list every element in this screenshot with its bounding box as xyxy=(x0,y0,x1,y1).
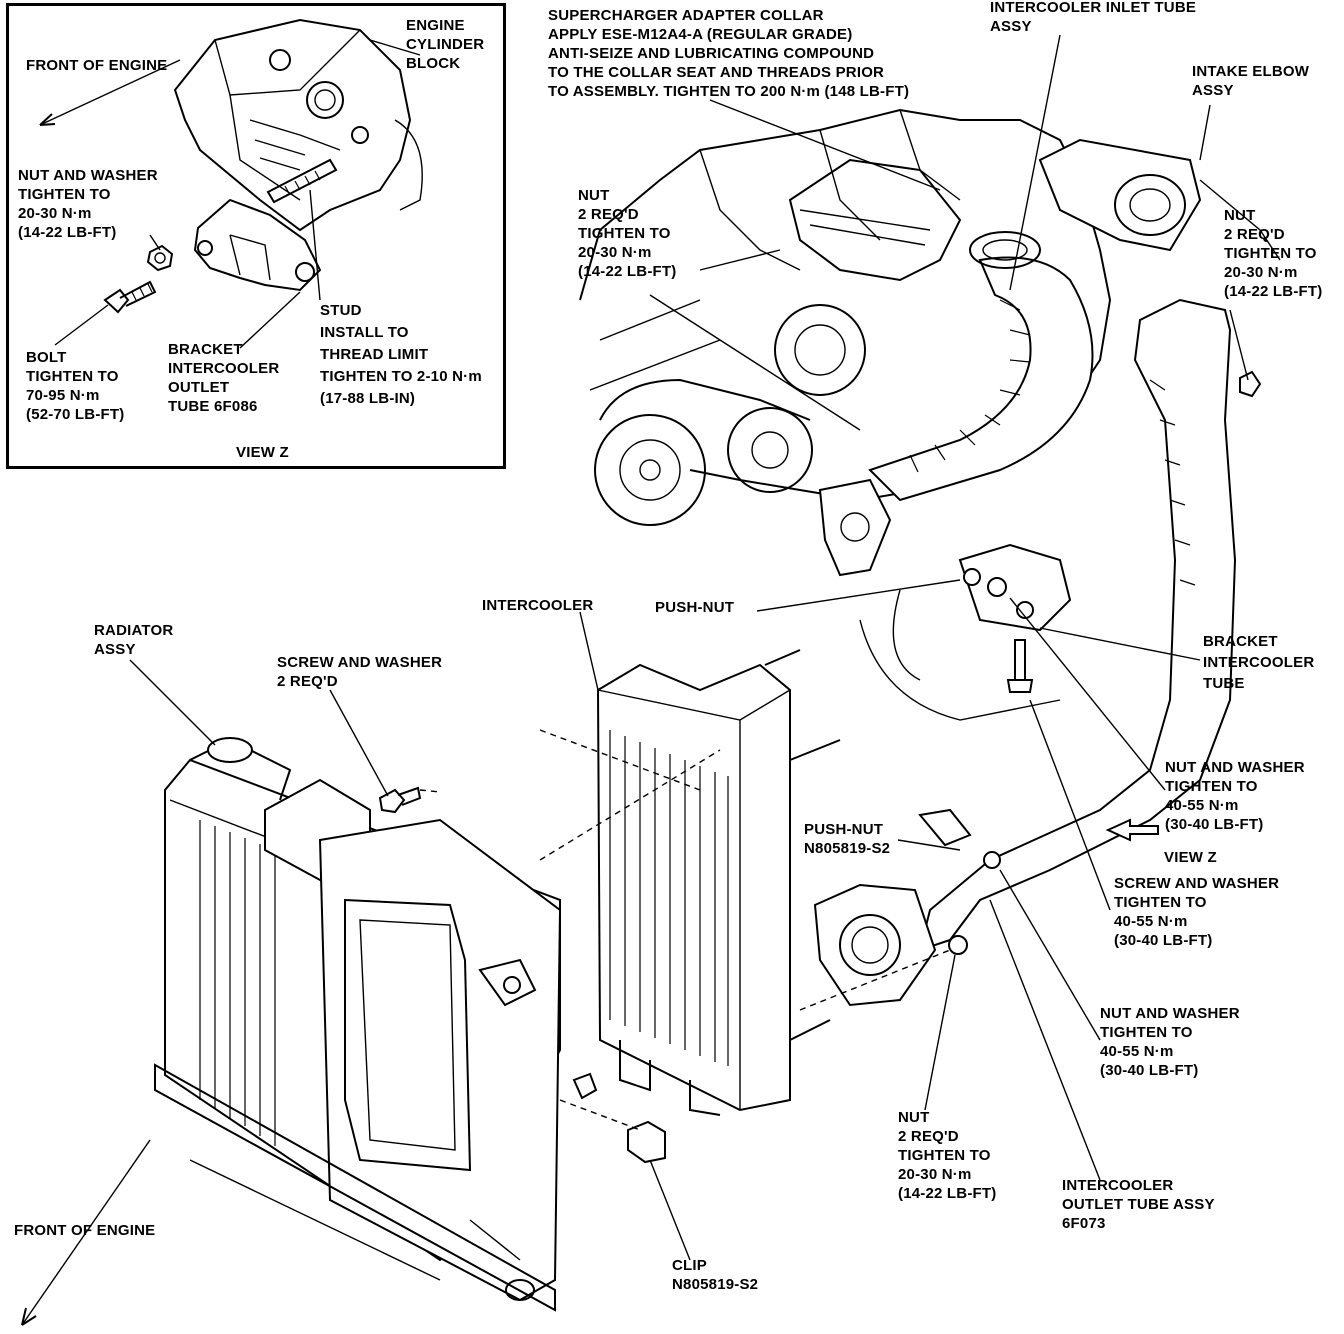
bracket-intercooler-outlet-tube-label: BRACKET INTERCOOLER OUTLET TUBE 6F086 xyxy=(168,341,280,415)
nut-upper-left-label: NUT 2 REQ'D TIGHTEN TO 20-30 N·m (14-22 … xyxy=(578,187,677,280)
radiator-assy-label: RADIATOR ASSY xyxy=(94,622,174,658)
stud-label: STUD INSTALL TO THREAD LIMIT TIGHTEN TO … xyxy=(320,302,482,407)
nut-and-washer-upper-label: NUT AND WASHER TIGHTEN TO 40-55 N·m (30-… xyxy=(1165,759,1305,833)
nut-upper-right-label: NUT 2 REQ'D TIGHTEN TO 20-30 N·m (14-22 … xyxy=(1224,207,1323,300)
engine-cylinder-block-label: ENGINE CYLINDER BLOCK xyxy=(406,17,485,72)
nut-lower-label: NUT 2 REQ'D TIGHTEN TO 20-30 N·m (14-22 … xyxy=(898,1109,997,1202)
supercharger-adapter-collar-label: SUPERCHARGER ADAPTER COLLAR APPLY ESE-M1… xyxy=(548,7,910,100)
view-z-title: VIEW Z xyxy=(236,444,289,461)
intercooler-label: INTERCOOLER xyxy=(482,597,594,614)
view-z-bolt-label: BOLT TIGHTEN TO 70-95 N·m (52-70 LB-FT) xyxy=(26,349,125,423)
view-z-inset-frame xyxy=(6,3,506,469)
leader-lines xyxy=(21,34,1249,1326)
radiator-intercooler-art xyxy=(154,649,841,1312)
intake-elbow-label: INTAKE ELBOW ASSY xyxy=(1192,63,1310,99)
view-z-reference-label: VIEW Z xyxy=(1164,849,1217,866)
clip-label: CLIP N805819-S2 xyxy=(672,1257,759,1293)
intercooler-outlet-tube-assy-label: INTERCOOLER OUTLET TUBE ASSY 6F073 xyxy=(1062,1177,1215,1232)
view-z-nut-and-washer-label: NUT AND WASHER TIGHTEN TO 20-30 N·m (14-… xyxy=(18,167,158,241)
push-nut-lower-label: PUSH-NUT N805819-S2 xyxy=(804,821,891,857)
bracket-intercooler-tube-label: BRACKET INTERCOOLER TUBE xyxy=(1203,633,1315,692)
nut-and-washer-lower-label: NUT AND WASHER TIGHTEN TO 40-55 N·m (30-… xyxy=(1100,1005,1240,1079)
push-nut-upper-label: PUSH-NUT xyxy=(655,599,735,616)
engine-supercharger-art xyxy=(579,108,1281,1007)
intercooler-inlet-tube-label: INTERCOOLER INLET TUBE ASSY xyxy=(990,0,1197,35)
screw-and-washer-lower-label: SCREW AND WASHER TIGHTEN TO 40-55 N·m (3… xyxy=(1114,875,1280,949)
main-front-of-engine-label: FRONT OF ENGINE xyxy=(14,1222,156,1239)
view-z-inset-art xyxy=(39,18,423,349)
screw-and-washer-top-label: SCREW AND WASHER 2 REQ'D xyxy=(277,654,443,690)
view-z-front-of-engine-label: FRONT OF ENGINE xyxy=(26,57,168,74)
